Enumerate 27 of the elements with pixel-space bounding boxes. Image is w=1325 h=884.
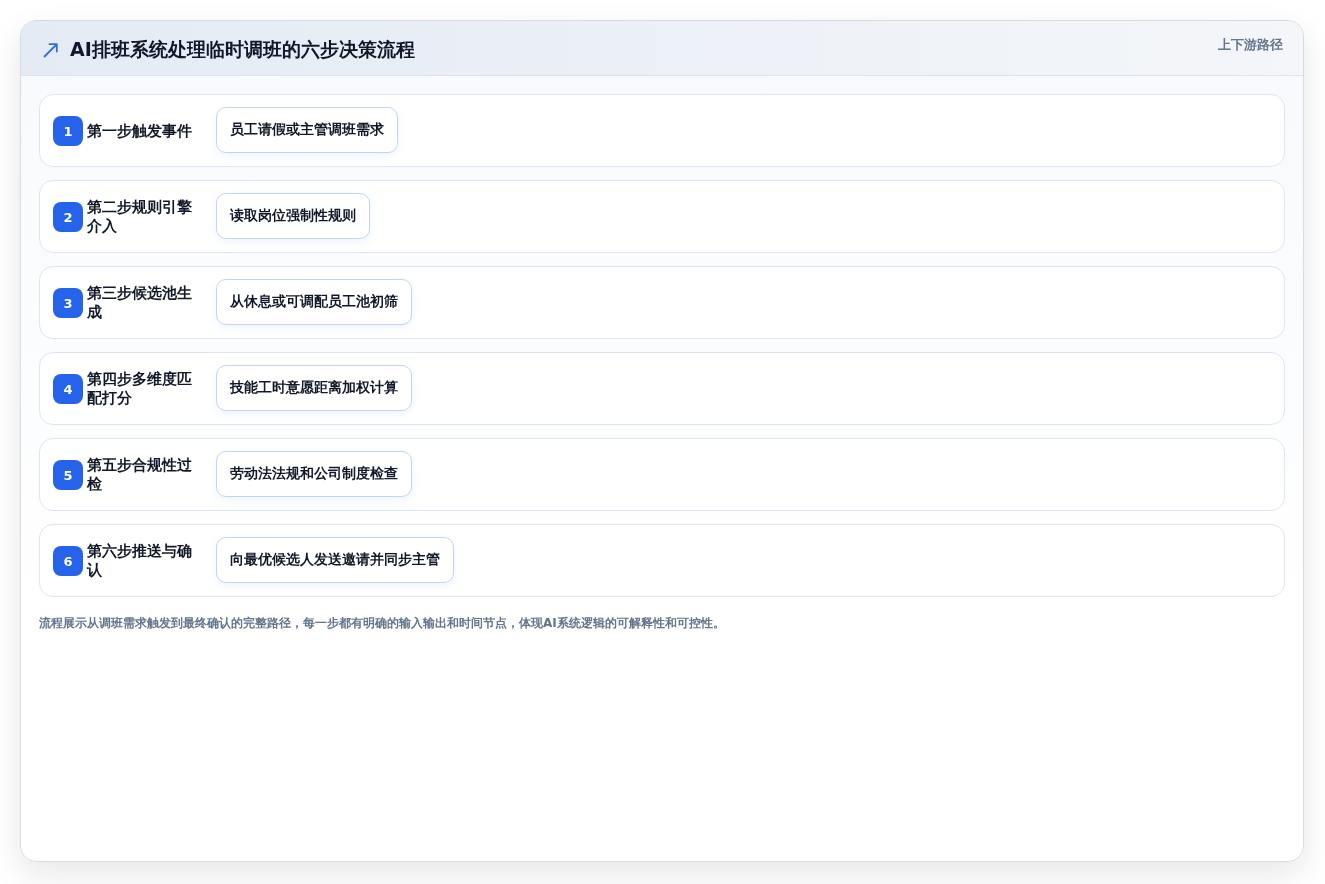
step-card — [39, 352, 1285, 425]
step-detail-box: 读取岗位强制性规则 — [216, 193, 370, 239]
step-detail-box: 员工请假或主管调班需求 — [216, 107, 398, 153]
step-card — [39, 524, 1285, 597]
step-title: 第二步规则引擎介入 — [87, 197, 193, 236]
step-detail-box: 劳动法法规和公司制度检查 — [216, 451, 412, 497]
header-tag-text: 上下游路径 — [1218, 36, 1283, 54]
step-number-badge: 2 — [53, 202, 83, 232]
caption-text: 流程展示从调班需求触发到最终确认的完整路径，每一步都有明确的输入输出和时间节点，体现AI系统逻辑的可解释性和可控性。 — [39, 615, 725, 632]
step-number-badge: 5 — [53, 460, 83, 490]
step-title: 第三步候选池生成 — [87, 283, 193, 322]
step-title: 第五步合规性过检 — [87, 455, 193, 494]
diagram-title: AI排班系统处理临时调班的六步决策流程 — [70, 37, 415, 62]
step-card — [39, 94, 1285, 167]
step-title: 第六步推送与确认 — [87, 541, 193, 580]
step-card — [39, 266, 1285, 339]
step-detail-box: 向最优候选人发送邀请并同步主管 — [216, 537, 454, 583]
step-title: 第一步触发事件 — [87, 121, 193, 140]
step-number-badge: 1 — [53, 116, 83, 146]
step-detail-box: 从休息或可调配员工池初筛 — [216, 279, 412, 325]
step-title: 第四步多维度匹配打分 — [87, 369, 193, 408]
step-detail-box: 技能工时意愿距离加权计算 — [216, 365, 412, 411]
step-number-badge: 3 — [53, 288, 83, 318]
step-number-badge: 6 — [53, 546, 83, 576]
step-number-badge: 4 — [53, 374, 83, 404]
step-card — [39, 438, 1285, 511]
step-card — [39, 180, 1285, 253]
